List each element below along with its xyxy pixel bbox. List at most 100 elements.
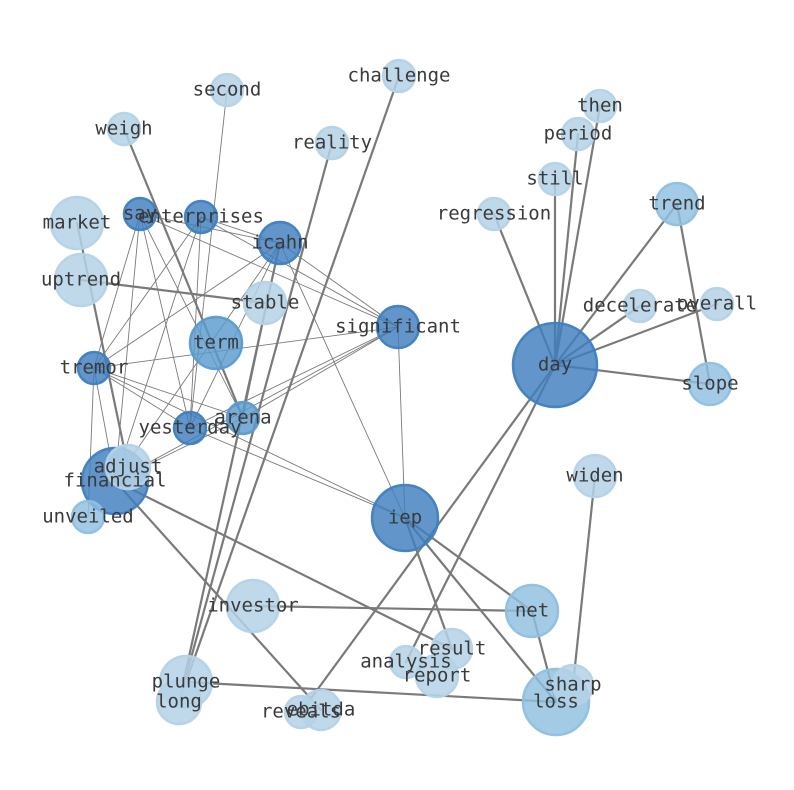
edge-uptrend-stable bbox=[79, 278, 267, 305]
node-overall bbox=[699, 286, 735, 322]
node-market bbox=[49, 195, 105, 251]
edge-weigh-arena bbox=[122, 127, 245, 420]
node-label-plunge: plunge bbox=[152, 671, 221, 693]
node-uptrend bbox=[53, 252, 109, 308]
edge-yesterday-iep bbox=[189, 427, 406, 519]
node-label-then: then bbox=[577, 95, 623, 117]
label-layer: dayieplossfinancialtermnetmarketuptrendi… bbox=[41, 65, 757, 723]
node-weigh bbox=[106, 111, 142, 147]
node-label-challenge: challenge bbox=[348, 65, 451, 87]
node-still bbox=[537, 161, 573, 197]
node-label-slope: slope bbox=[681, 373, 738, 395]
node-label-significant: significant bbox=[335, 316, 461, 338]
node-yesterday bbox=[172, 410, 208, 446]
node-label-period: period bbox=[544, 123, 613, 145]
edge-say-arena bbox=[139, 213, 244, 419]
node-say bbox=[122, 196, 158, 232]
node-adjust bbox=[104, 443, 152, 491]
node-label-market: market bbox=[43, 212, 112, 234]
edge-tremor-icahn bbox=[93, 242, 281, 369]
node-sharp bbox=[551, 663, 595, 707]
edge-trend-slope bbox=[675, 202, 712, 386]
node-period bbox=[560, 116, 596, 152]
node-label-enterprises: enterprises bbox=[138, 206, 264, 228]
node-label-say: say bbox=[123, 203, 157, 225]
node-label-iep: iep bbox=[388, 507, 422, 529]
node-label-weigh: weigh bbox=[95, 118, 152, 140]
node-tremor bbox=[76, 350, 112, 386]
node-label-yesterday: yesterday bbox=[139, 417, 242, 439]
node-slope bbox=[687, 361, 733, 407]
node-label-reality: reality bbox=[292, 132, 372, 154]
node-label-adjust: adjust bbox=[94, 456, 163, 478]
edge-tremor-significant bbox=[93, 326, 399, 369]
node-reveals bbox=[283, 694, 319, 730]
node-significant bbox=[375, 304, 421, 350]
edge-icahn-iep bbox=[279, 242, 406, 519]
edge-financial-result bbox=[113, 479, 454, 651]
node-label-net: net bbox=[515, 600, 549, 622]
node-label-ebitda: ebitda bbox=[287, 699, 356, 721]
node-trend bbox=[654, 181, 700, 227]
edge-enterprises-financial bbox=[114, 216, 202, 482]
node-term bbox=[188, 315, 244, 371]
node-investor bbox=[225, 578, 281, 634]
node-challenge bbox=[381, 58, 417, 94]
node-label-regression: regression bbox=[437, 203, 551, 225]
edge-significant-enterprises bbox=[200, 216, 399, 328]
edge-tremor-enterprises bbox=[93, 216, 202, 369]
edge-tremor-say bbox=[93, 213, 141, 369]
node-layer bbox=[49, 58, 735, 737]
node-net bbox=[504, 583, 560, 639]
edge-significant-yesterday bbox=[189, 326, 399, 429]
edge-layer bbox=[75, 74, 719, 714]
node-second bbox=[209, 72, 245, 108]
edge-plunge-loss bbox=[184, 680, 558, 704]
edge-tremor-iep bbox=[93, 367, 406, 519]
node-reality bbox=[314, 125, 350, 161]
edge-financial-ebitda bbox=[113, 479, 323, 712]
node-label-arena: arena bbox=[214, 407, 271, 429]
node-label-sharp: sharp bbox=[544, 674, 601, 696]
node-regression bbox=[476, 196, 512, 232]
edge-yesterday-second bbox=[189, 89, 228, 429]
node-label-day: day bbox=[538, 354, 572, 376]
edge-significant-financial bbox=[114, 326, 399, 482]
node-widen bbox=[572, 453, 618, 499]
node-then bbox=[582, 88, 618, 124]
node-label-reveals: reveals bbox=[261, 701, 341, 723]
node-icahn bbox=[257, 220, 303, 266]
node-label-widen: widen bbox=[566, 465, 623, 487]
node-analysis bbox=[388, 644, 424, 680]
node-label-trend: trend bbox=[648, 193, 705, 215]
node-decelerate bbox=[622, 288, 658, 324]
node-label-term: term bbox=[193, 332, 239, 354]
node-unveiled bbox=[70, 499, 106, 535]
edge-long-challenge bbox=[177, 74, 401, 704]
node-label-overall: overall bbox=[677, 293, 757, 315]
edge-day-then bbox=[553, 104, 602, 367]
node-label-unveiled: unveiled bbox=[42, 506, 134, 528]
node-label-analysis: analysis bbox=[360, 651, 452, 673]
node-label-loss: loss bbox=[533, 691, 579, 713]
node-label-icahn: icahn bbox=[251, 232, 308, 254]
edge-say-financial bbox=[114, 213, 141, 482]
node-label-stable: stable bbox=[231, 292, 300, 314]
edge-widen-sharp bbox=[571, 474, 597, 687]
edge-tremor-arena bbox=[93, 367, 244, 419]
node-label-investor: investor bbox=[207, 595, 299, 617]
edge-icahn-significant bbox=[279, 242, 399, 328]
node-label-tremor: tremor bbox=[60, 357, 129, 379]
node-label-decelerate: decelerate bbox=[583, 295, 697, 317]
node-label-result: result bbox=[418, 638, 487, 660]
edge-investor-net bbox=[251, 604, 534, 613]
edge-significant-arena bbox=[242, 326, 399, 419]
node-long bbox=[155, 678, 203, 726]
node-label-uptrend: uptrend bbox=[41, 269, 121, 291]
node-enterprises bbox=[183, 199, 219, 235]
node-arena bbox=[225, 400, 261, 436]
node-stable bbox=[242, 280, 288, 326]
edge-day-analysis bbox=[404, 363, 557, 664]
node-label-report: report bbox=[403, 665, 472, 687]
